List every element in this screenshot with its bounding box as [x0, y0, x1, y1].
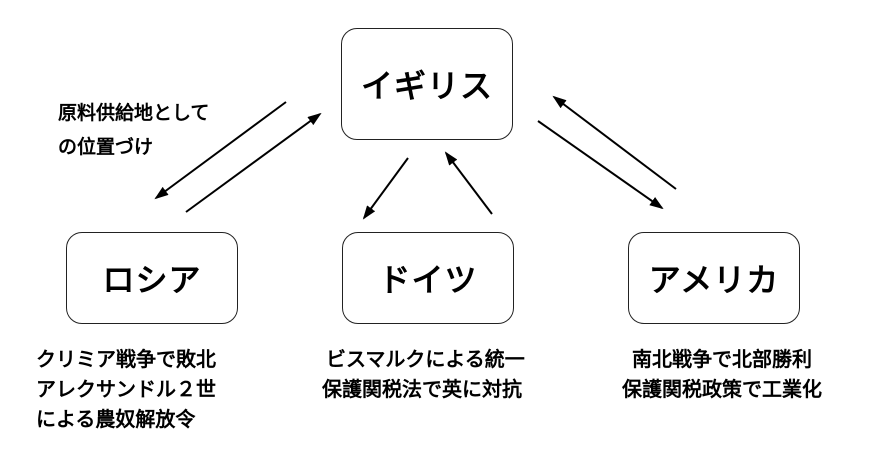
node-russia: ロシア: [66, 232, 238, 324]
arrow-uk-to-germany: [362, 157, 409, 220]
arrow-germany-to-uk: [444, 151, 493, 215]
annotation-raw-material: 原料供給地として の位置づけ: [58, 96, 209, 164]
node-russia-label: ロシア: [102, 261, 202, 299]
annotation-line: 原料供給地として: [58, 102, 210, 124]
note-russia-line: アレクサンドル２世: [36, 377, 216, 401]
note-america-line: 保護関税政策で工業化: [622, 377, 822, 401]
arrow-uk-to-russia: [154, 101, 287, 200]
node-uk-label: イギリス: [360, 67, 493, 105]
note-germany-line: 保護関税法で英に対抗: [322, 377, 522, 401]
annotation-line: の位置づけ: [58, 136, 154, 158]
note-america: 南北戦争で北部勝利 保護関税政策で工業化: [622, 344, 822, 404]
arrow-uk-to-america: [537, 120, 664, 210]
note-germany: ビスマルクによる統一 保護関税法で英に対抗: [322, 344, 525, 404]
note-germany-line: ビスマルクによる統一: [326, 347, 525, 371]
note-russia-line: による農奴解放令: [36, 407, 196, 431]
node-germany-label: ドイツ: [378, 261, 478, 299]
node-germany: ドイツ: [342, 232, 514, 324]
arrow-america-to-uk: [552, 95, 677, 190]
note-russia: クリミア戦争で敗北 アレクサンドル２世 による農奴解放令: [36, 344, 216, 434]
note-america-line: 南北戦争で北部勝利: [632, 347, 812, 371]
node-uk: イギリス: [341, 28, 513, 140]
node-america-label: アメリカ: [648, 261, 780, 299]
arrow-russia-to-uk: [185, 112, 322, 213]
node-america: アメリカ: [628, 232, 800, 324]
note-russia-line: クリミア戦争で敗北: [36, 347, 216, 371]
